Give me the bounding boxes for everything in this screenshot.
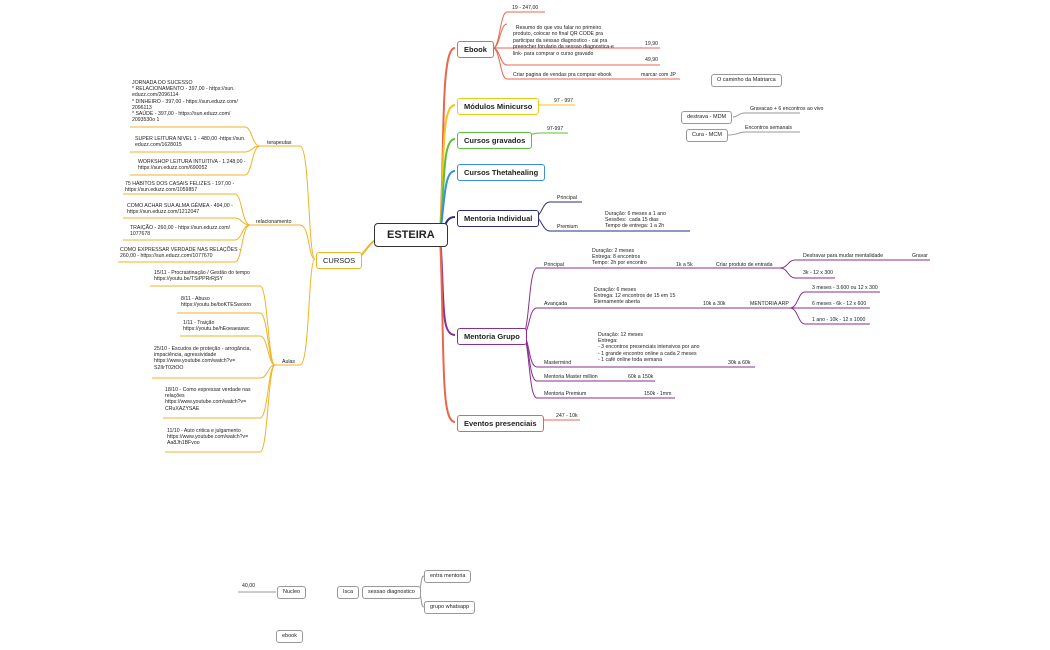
curso-super-leitura: SUPER LEITURA NIVEL 1 - 480,00 -https://… xyxy=(135,136,246,149)
destrava-detail: Gravacao + 6 encontros ao vivo xyxy=(750,106,824,112)
modulos-price: 97 - 997 xyxy=(554,98,574,104)
grupo-mentoria-arp: MENTORIA ARP xyxy=(750,301,789,307)
grupo-avancada-price: 10k a 30k xyxy=(703,301,726,307)
grupo-gravar: Gravar xyxy=(912,253,928,259)
ebook-value-2: 49,90 xyxy=(645,57,658,63)
individual-premium-detail: Duração: 6 meses a 1 ano Sessões: cada 1… xyxy=(605,211,666,230)
grupo-master-million: Mentoria Master million xyxy=(544,374,598,380)
individual-premium: Premium xyxy=(557,224,578,230)
grupo-arp-3: 1 ano - 10k - 12 x 1000 xyxy=(812,317,866,323)
grupo-produto-entrada: Criar produto de entrada xyxy=(716,262,773,268)
ebook-note: Resumo do que vou falar no primeiro prod… xyxy=(513,18,614,57)
caminho-matriarca-node[interactable]: O caminho da Matriarca xyxy=(711,74,782,87)
grupo-principal-detail: Duração: 2 meses Entrega: 8 encontros Te… xyxy=(592,248,647,267)
branch-eventos-presenciais[interactable]: Eventos presenciais xyxy=(457,415,544,432)
cura-detail: Encontros semanais xyxy=(745,125,792,131)
ebook-marcar: marcar com JP xyxy=(641,72,676,78)
grupo-arp-1: 3 meses - 3.600 ou 12 x 300 xyxy=(812,285,878,291)
connector-eventos xyxy=(439,234,456,423)
cura-mcm-node[interactable]: Cura - MCM xyxy=(686,129,728,142)
grupo-mastermind-detail: Duração: 12 meses Entrega: - 3 encontros… xyxy=(598,332,700,363)
ebook-note-line1: Resumo do que vou falar no primeiro prod… xyxy=(513,24,614,57)
isca-node[interactable]: Isca xyxy=(337,586,360,599)
destrava-mdm-node[interactable]: destrava - MDM xyxy=(681,111,733,124)
grupo-mastermind-price: 30k a 60k xyxy=(728,360,751,366)
curso-alma-gemea: COMO ACHAR SUA ALMA GÊMEA - 494,00 - htt… xyxy=(127,203,233,216)
nucleo-node[interactable]: Nucleo xyxy=(277,586,307,599)
grupo-principal: Principal xyxy=(544,262,564,268)
aula-auto-critica: 11/10 - Auto critica e julgamento https:… xyxy=(167,428,249,447)
grupo-arp-2: 6 meses - 6k - 12 x 600 xyxy=(812,301,867,307)
grupo-whatsapp-node[interactable]: grupo whatsapp xyxy=(424,601,476,614)
ebook-sales-page: Criar pagina de vendas pra comprar ebook xyxy=(513,72,612,78)
aula-escudos: 25/10 - Escudos de proteção - arrogância… xyxy=(154,346,251,371)
grupo-3k: 3k - 12 x 300 xyxy=(803,270,833,276)
ebook-price: 19 - 247,00 xyxy=(512,5,539,11)
grupo-master-million-price: 60k a 150k xyxy=(628,374,654,380)
central-topic[interactable]: ESTEIRA xyxy=(374,223,448,247)
cursos-terapeutas: terapeutas xyxy=(267,140,292,146)
loose-price: 40,00 xyxy=(242,583,255,589)
grupo-premium-price: 150k - 1mm xyxy=(644,391,672,397)
grupo-mastermind: Mastermind xyxy=(544,360,572,366)
branch-cursos-gravados[interactable]: Cursos gravados xyxy=(457,132,533,149)
curso-expressar: COMO EXPRESSAR VERDADE NAS RELAÇÕES - 26… xyxy=(120,247,241,260)
curso-jornada: JORNADA DO SUCESSO * RELACIONAMENTO - 39… xyxy=(132,80,238,124)
branch-cursos[interactable]: CURSOS xyxy=(316,252,363,269)
grupo-mentoria-premium: Mentoria Premium xyxy=(544,391,587,397)
cursos-relacionamento: relacionamento xyxy=(256,219,292,225)
ebook-loose-node[interactable]: ebook xyxy=(276,630,303,643)
aula-abuso: 8/11 - Abuso https://youtu.be/boKTESwoxr… xyxy=(181,296,252,309)
sessao-diagnostico-node[interactable]: sessao diagnostico xyxy=(362,586,421,599)
eventos-price: 247 - 10k xyxy=(556,413,578,419)
ebook-value-1: 19,90 xyxy=(645,41,658,47)
individual-principal: Principal xyxy=(557,195,577,201)
grupo-avancada: Avançada xyxy=(544,301,567,307)
gravados-price: 97-997 xyxy=(547,126,564,132)
grupo-avancada-detail: Duração: 6 meses Entrega: 12 encontros d… xyxy=(594,287,676,306)
branch-mentoria-grupo[interactable]: Mentoria Grupo xyxy=(457,328,527,345)
branch-cursos-thetahealing[interactable]: Cursos Thetahealing xyxy=(457,164,546,181)
entra-mentoria-node[interactable]: entra mentoria xyxy=(424,570,472,583)
curso-habitos: 75 HÁBITOS DOS CASAIS FELIZES - 197,00 -… xyxy=(125,181,235,194)
grupo-principal-price: 1k a 5k xyxy=(676,262,693,268)
branch-mentoria-individual[interactable]: Mentoria Individual xyxy=(457,210,540,227)
curso-workshop: WORKSHOP LEITURA INTUITIVA - 1.248,00 - … xyxy=(138,159,246,172)
aula-procrastinacao: 15/11 - Procrastinação / Gestão do tempo… xyxy=(154,270,250,283)
branch-ebook[interactable]: Ebook xyxy=(457,41,494,58)
curso-traicao: TRAIÇÃO - 260,00 - https://sun.eduzz.com… xyxy=(130,225,231,238)
grupo-destravar: Destravar para mudar mentalidade xyxy=(803,253,884,259)
cursos-aulas: Aulas xyxy=(282,359,295,365)
aula-traicao: 1/11 - Traição https://youtu.be/hEoeaeas… xyxy=(183,320,250,333)
aula-expressar-verdade: 18/10 - Como expressar verdade nas relaç… xyxy=(165,387,251,412)
branch-modulos-minicurso[interactable]: Módulos Minicurso xyxy=(457,98,540,115)
